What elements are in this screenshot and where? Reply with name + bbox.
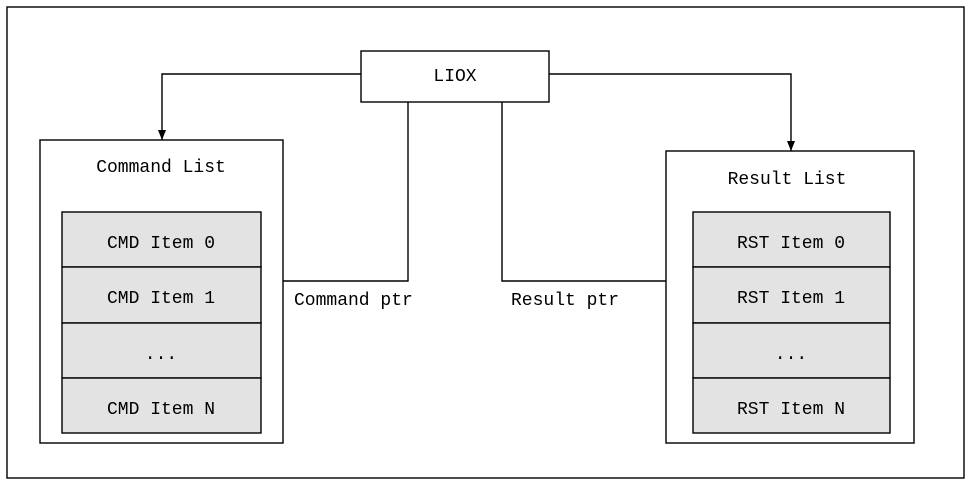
liox-box — [360, 50, 550, 103]
result-item-label: RST Item 0 — [737, 234, 845, 254]
result-ptr-label: Result ptr — [511, 291, 619, 311]
result-item-label: RST Item 1 — [737, 289, 845, 309]
command-list: Command List CMD Item 0 CMD Item 1 ... C… — [39, 139, 284, 444]
result-item-box — [692, 377, 891, 434]
command-ptr-arrow — [262, 102, 409, 285]
liox-label: LIOX — [433, 67, 476, 87]
result-list-title: Result List — [728, 170, 847, 190]
command-item-box — [61, 322, 262, 379]
result-list: Result List RST Item 0 RST Item 1 ... RS… — [665, 150, 915, 444]
liox-to-result-list-arrow — [549, 73, 795, 151]
command-list-title: Command List — [96, 158, 226, 178]
command-item-box — [61, 377, 262, 434]
result-item-box — [692, 266, 891, 324]
result-item-label: RST Item N — [737, 400, 845, 420]
command-item-label: CMD Item N — [107, 400, 215, 420]
command-ptr-label: Command ptr — [294, 291, 413, 311]
command-item-label: CMD Item 1 — [107, 289, 215, 309]
result-item-box — [692, 211, 891, 268]
command-item-label: CMD Item 0 — [107, 234, 215, 254]
result-item-label: ... — [775, 345, 807, 365]
command-item-box — [61, 211, 262, 268]
result-item-box — [692, 322, 891, 379]
liox-node: LIOX — [360, 50, 550, 103]
command-item-label: ... — [145, 345, 177, 365]
command-item-box — [61, 266, 262, 324]
liox-to-command-list-arrow — [158, 73, 361, 140]
result-ptr-arrow — [501, 102, 693, 285]
